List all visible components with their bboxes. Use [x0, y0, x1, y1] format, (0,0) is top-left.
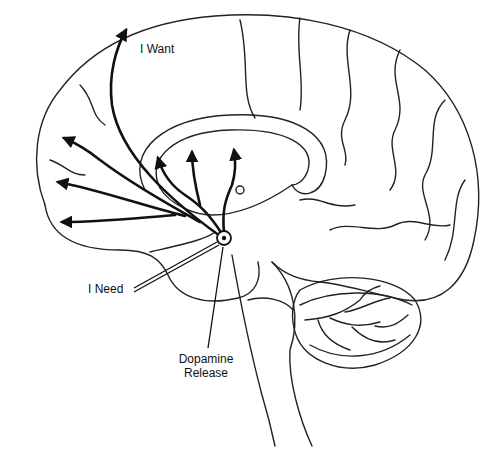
pathway-arrow	[64, 138, 200, 222]
pathway-arrow	[58, 182, 185, 216]
pathway-arrow	[111, 30, 220, 236]
gyrus-line	[390, 50, 400, 190]
pathway-arrow	[62, 215, 175, 222]
pathway-arrow	[223, 150, 235, 232]
pons-line	[248, 298, 293, 310]
leader-line	[134, 245, 219, 292]
pathway-label: I Want	[140, 42, 174, 56]
callout-label: Dopamine Release	[172, 352, 240, 380]
brainstem	[232, 255, 275, 446]
gyrus-line	[50, 160, 85, 175]
dopamine-source	[222, 236, 226, 240]
gyrus-line	[341, 30, 350, 165]
gyrus-line	[423, 100, 445, 240]
pathway-arrow	[192, 152, 200, 205]
gyrus-line	[330, 221, 450, 230]
cerebellum	[293, 278, 421, 368]
dopamine-source	[217, 231, 231, 245]
brainstem	[272, 262, 312, 446]
cerebrum-outline	[37, 15, 479, 301]
callout-label: I Need	[88, 282, 123, 296]
gyrus-line	[240, 20, 255, 118]
gyrus-line	[445, 180, 465, 260]
cerebellum-folia	[300, 293, 412, 356]
gyrus-line	[80, 85, 105, 125]
gyrus-line	[299, 18, 302, 110]
arbor-vitae	[305, 286, 408, 350]
gyrus-line	[300, 199, 355, 206]
thalamus	[236, 186, 244, 194]
leader-line	[134, 242, 217, 288]
pathway-arrow	[158, 158, 222, 234]
frontal-temporal-outline	[45, 205, 259, 301]
leader-line	[208, 247, 223, 348]
